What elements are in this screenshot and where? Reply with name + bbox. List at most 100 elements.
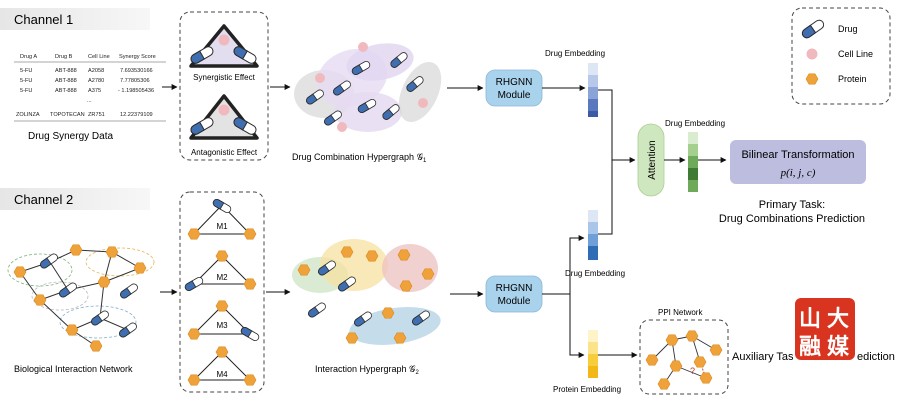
protein-icon xyxy=(669,360,683,372)
protein-icon xyxy=(340,246,354,258)
missing-link-question: ? xyxy=(690,366,695,376)
protein-icon xyxy=(365,250,379,262)
effect-box xyxy=(179,11,269,161)
table-cell: 5-FU xyxy=(20,68,32,74)
antagonistic-effect-label: Antagonistic Effect xyxy=(191,148,258,157)
protein-icon xyxy=(215,300,229,312)
legend: Drug Cell Line Protein xyxy=(791,7,891,105)
biological-interaction-network xyxy=(7,244,155,352)
protein-icon xyxy=(297,264,311,276)
protein-icon xyxy=(243,374,257,386)
drug-synergy-table: Drug A Drug B Cell Line Synergy Score 5-… xyxy=(14,54,166,122)
bilinear-transformation-block: Bilinear Transformation p(i, j, c) xyxy=(730,140,866,184)
protein-icon xyxy=(685,330,699,342)
table-row: ZOLINZA TOPOTECAN ZR751 12.22379109 xyxy=(16,112,153,118)
synergistic-triangle xyxy=(188,24,259,68)
drug-combination-hypergraph xyxy=(294,42,442,132)
motif-label: M1 xyxy=(216,222,228,231)
motif-m1 xyxy=(187,197,257,240)
protein-icon xyxy=(187,328,201,340)
motif-m2 xyxy=(183,250,257,293)
table-header-1: Drug B xyxy=(55,54,73,60)
network-label: Biological Interaction Network xyxy=(14,364,133,374)
protein-icon xyxy=(133,262,147,274)
table-cell: ZR751 xyxy=(88,112,105,118)
drug-icon xyxy=(183,275,205,293)
protein-icon xyxy=(187,228,201,240)
motif-box xyxy=(179,191,265,393)
drug-icon xyxy=(118,282,140,300)
arrow xyxy=(598,89,636,163)
table-cell: 5-FU xyxy=(20,78,32,84)
fused-embedding-label: Drug Embedding xyxy=(665,119,725,128)
ppi-network-box xyxy=(639,319,729,395)
motif-m4 xyxy=(187,346,257,386)
protein-icon xyxy=(89,340,103,352)
table-row: 5-FU ABT-888 A2780 7.77805306 xyxy=(20,78,150,84)
cell-line-node xyxy=(337,122,347,132)
table-cell: A375 xyxy=(88,88,101,94)
table-cell: ZOLINZA xyxy=(16,112,40,118)
motif-label: M4 xyxy=(216,370,228,379)
table-cell: ABT-888 xyxy=(55,88,77,94)
primary-task-line2: Drug Combinations Prediction xyxy=(719,213,865,225)
table-row: 5-FU ABT-888 A2058 7.693530166 xyxy=(20,68,153,74)
protein-icon xyxy=(345,332,359,344)
bilinear-title: Bilinear Transformation xyxy=(741,149,854,161)
table-cell: 12.22379109 xyxy=(120,112,153,118)
protein-icon xyxy=(13,266,27,278)
protein-icon xyxy=(243,278,257,290)
fused-embedding-bar xyxy=(688,132,698,192)
table-cell: A2780 xyxy=(88,78,104,84)
ppi-network-label: PPI Network xyxy=(658,308,703,317)
table-cell: TOPOTECAN xyxy=(50,112,85,118)
attention-block: Attention xyxy=(637,123,665,197)
auxiliary-task-label: Auxiliary Tas xyxy=(732,351,794,363)
protein-icon xyxy=(243,228,257,240)
protein-embedding-label: Protein Embedding xyxy=(553,385,621,394)
protein-icon xyxy=(421,268,435,280)
arrow xyxy=(542,235,585,295)
interaction-hypergraph xyxy=(292,239,441,345)
protein-icon xyxy=(215,346,229,358)
rhgnn-module-2: RHGNN Module xyxy=(485,275,543,313)
watermark-logo: 山 大 融 媒 xyxy=(795,298,855,360)
protein-icon xyxy=(65,324,79,336)
arrow xyxy=(569,294,585,358)
watermark-char: 大 xyxy=(827,306,849,331)
hypergraph2-label-text: Interaction Hypergraph 𝒢 xyxy=(315,364,416,374)
protein-icon xyxy=(397,249,411,261)
table-cell: ABT-888 xyxy=(55,78,77,84)
legend-cell-line-label: Cell Line xyxy=(838,49,873,59)
table-cell: 7.77805306 xyxy=(120,78,150,84)
protein-icon xyxy=(805,73,819,85)
protein-icon xyxy=(645,354,659,366)
table-cell: A2058 xyxy=(88,68,104,74)
protein-icon xyxy=(33,294,47,306)
table-cell: - 1.198505436 xyxy=(118,88,154,94)
arrow xyxy=(598,160,613,235)
hypergraph2-label: Interaction Hypergraph 𝒢2 xyxy=(315,364,419,376)
protein-icon xyxy=(187,374,201,386)
watermark-char: 融 xyxy=(799,334,821,359)
table-header-0: Drug A xyxy=(20,54,37,60)
table-row: 5-FU ABT-888 A375 - 1.198505436 xyxy=(20,88,154,94)
ppi-network: ? xyxy=(645,330,723,390)
protein-icon xyxy=(699,372,713,384)
drug-embedding-1-bar xyxy=(588,63,598,117)
protein-embedding-bar xyxy=(588,330,598,378)
bilinear-formula: p(i, j, c) xyxy=(780,167,816,179)
hypergraph1-label: Drug Combination Hypergraph 𝒢1 xyxy=(292,152,427,164)
channel1-label: Channel 1 xyxy=(14,12,73,27)
protein-icon xyxy=(693,356,707,368)
auxiliary-task-label-end: ediction xyxy=(857,351,895,363)
drug-icon xyxy=(306,301,328,319)
drug-icon xyxy=(800,17,826,41)
hypergraph2-subscript: 2 xyxy=(415,370,419,376)
protein-icon xyxy=(657,378,671,390)
drug-embedding-1-label: Drug Embedding xyxy=(545,49,605,58)
primary-task-line1: Primary Task: xyxy=(759,199,825,211)
attention-label: Attention xyxy=(647,140,658,179)
rhgnn-module-2-line2: Module xyxy=(498,296,531,307)
